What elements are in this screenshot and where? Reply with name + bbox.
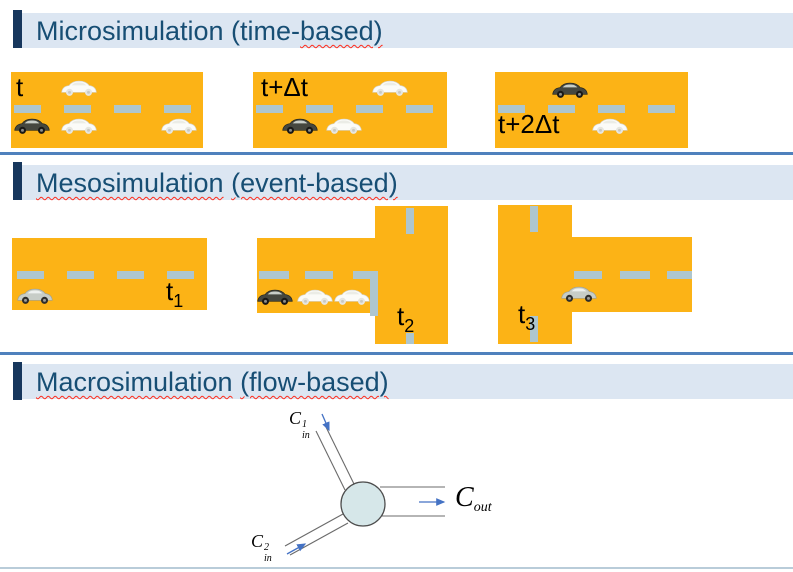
time-label-t: t [16,72,24,102]
header-accent-bar-meso [13,162,22,200]
white-car-icon [60,116,98,136]
white-car-icon [60,78,98,98]
time-label-t2: t2 [397,301,415,336]
white-car-icon [296,287,334,307]
section-title-macro: Macrosimulation (flow-based) [36,367,389,397]
flow-diagram [284,413,446,556]
road-micro-t [11,72,203,148]
lane-markings [256,105,444,113]
section-title-micro: Microsimulation (time-based) [36,16,383,46]
white-car-icon [333,287,371,307]
branch-dash-bottom [530,316,538,342]
header-band-micro [22,13,793,48]
lane-dash [574,271,602,279]
white-car-icon [591,116,629,136]
header-accent-bar-macro [13,362,22,400]
section-title-meso: Mesosimulation (event-based) [36,168,398,198]
flow-direction-arrows [286,413,446,555]
road-micro-t-2dt [495,72,688,148]
branch-dash-top [406,208,414,234]
flow-junction-node [340,481,386,527]
silver-car-icon [560,284,598,304]
lane-dash [667,271,692,279]
slide-footer-line [0,567,793,569]
time-label-t1: t1 [166,276,184,311]
lane-markings [14,105,200,113]
lane-dash [620,271,650,279]
branch-dash-bottom [406,333,414,344]
junction-edge-line [370,279,378,316]
dark-car-icon [551,80,589,100]
header-accent-bar-micro [13,10,22,48]
section-divider [0,152,793,155]
lane-markings [498,105,685,113]
white-car-icon [325,116,363,136]
time-label-t-2dt: t+2Δt [498,109,560,139]
white-car-icon [371,78,409,98]
lane-dash [353,271,378,279]
flow-label-c-out: Cout [455,482,492,515]
section-divider [0,352,793,355]
header-band-meso [22,165,793,200]
white-car-icon [160,116,198,136]
dark-car-icon [281,116,319,136]
time-label-t-dt: t+Δt [261,72,308,102]
silver-car-icon [16,286,54,306]
road-micro-t-dt [253,72,447,148]
dark-car-icon [13,116,51,136]
lane-dash [259,271,289,279]
header-band-macro [22,364,793,399]
branch-dash-top [530,206,538,232]
time-label-t3: t3 [518,299,536,334]
lane-dash [305,271,333,279]
dark-car-icon [256,287,294,307]
lane-markings [17,271,202,279]
